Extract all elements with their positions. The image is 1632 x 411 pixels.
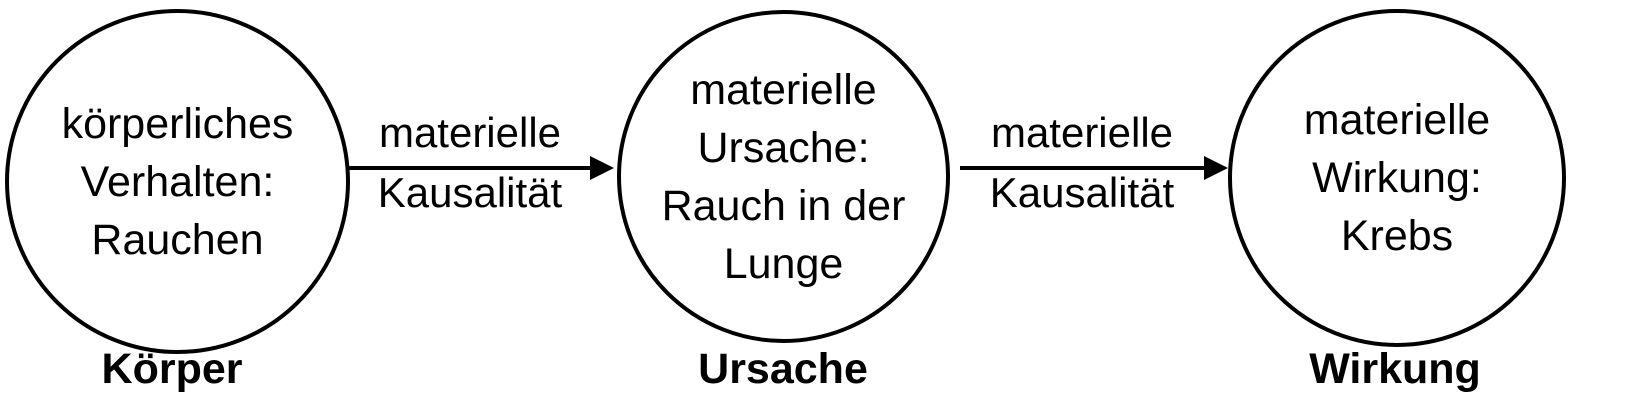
node-text-line: materielle bbox=[690, 65, 877, 114]
node-text-line: Verhalten: bbox=[80, 157, 275, 206]
node-text-line: Rauchen bbox=[91, 215, 264, 264]
caption-koerper: Körper bbox=[101, 345, 243, 393]
edge-text-line: materielle bbox=[990, 109, 1174, 156]
node-text-line: materielle bbox=[1303, 96, 1491, 144]
caption-wirkung: Wirkung bbox=[1309, 345, 1481, 393]
node-text-line: Ursache: bbox=[697, 123, 870, 172]
node-text-line: körperliches bbox=[61, 99, 294, 148]
node-text-line: Krebs bbox=[1340, 212, 1454, 260]
node-text-line: Wirkung: bbox=[1312, 154, 1482, 202]
arrowhead-icon bbox=[1204, 156, 1228, 180]
node-wirkung: materielle Wirkung: Krebs bbox=[1228, 9, 1566, 347]
edge-label-koerper-ursache: materielle Kausalität bbox=[335, 103, 605, 223]
arrowhead-icon bbox=[590, 156, 614, 180]
edge-text-line: materielle bbox=[378, 109, 562, 156]
caption-ursache: Ursache bbox=[698, 345, 868, 393]
node-koerper: körperliches Verhalten: Rauchen bbox=[5, 9, 350, 354]
node-ursache: materielle Ursache: Rauch in der Lunge bbox=[617, 10, 950, 343]
node-text-line: Rauch in der bbox=[661, 181, 906, 230]
node-text-line: Lunge bbox=[723, 239, 844, 288]
edge-label-ursache-wirkung: materielle Kausalität bbox=[947, 103, 1217, 223]
edge-text-line: Kausalität bbox=[377, 169, 563, 216]
arrow-ursache-to-wirkung bbox=[960, 156, 1228, 180]
edge-text-line: Kausalität bbox=[989, 169, 1175, 216]
arrow-koerper-to-ursache bbox=[348, 156, 614, 180]
